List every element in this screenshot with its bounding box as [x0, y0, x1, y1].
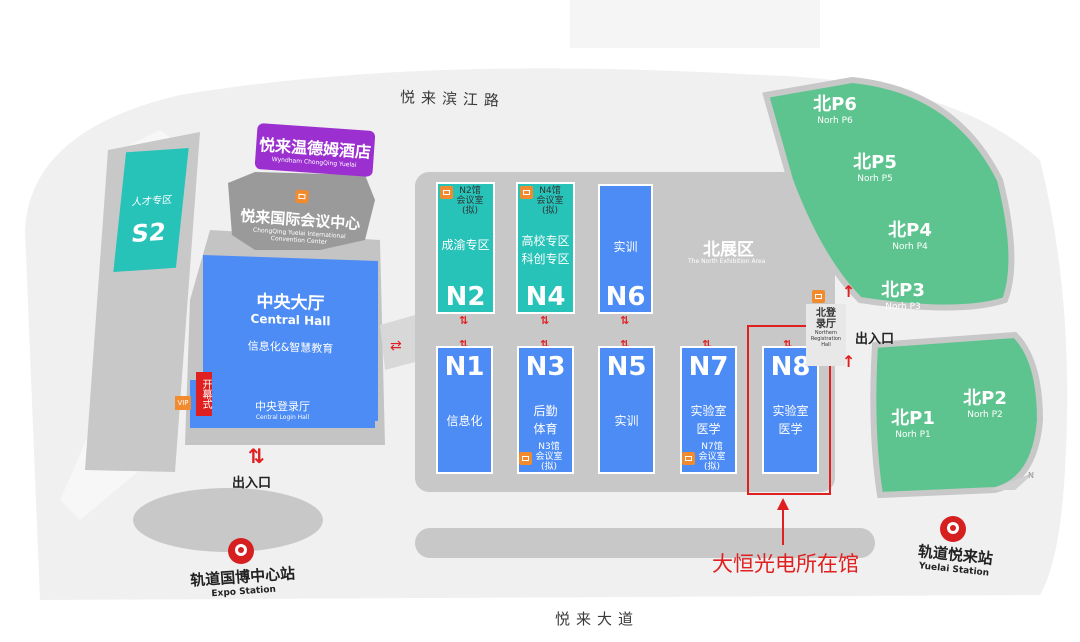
hall-n1[interactable]: N1 信息化 [436, 346, 493, 474]
north-reg-en3: Hall [821, 342, 831, 348]
hall-n2-label: 成渝专区 [441, 238, 490, 252]
opening-ceremony-badge: 开幕式 [196, 372, 212, 416]
hall-n3-conf: N3馆会议室(拟) [519, 442, 564, 472]
arrow-n6: ⇅ [620, 314, 630, 327]
left-exit-arrow: ⇅ [248, 444, 265, 468]
parking-p6[interactable]: 北P6 Norh P6 [813, 94, 857, 126]
hotel-badge[interactable]: 悦来温德姆酒店 Wyndham ChongQing Yuelai [254, 122, 376, 178]
north-reg-cn: 北登录厅 [816, 308, 836, 330]
north-reg-icon [812, 290, 825, 303]
hall-n2-code: N2 [445, 282, 486, 312]
hall-n4-label1: 高校专区 [521, 234, 570, 248]
hall-n6-code: N6 [605, 282, 646, 312]
arrow-n7: ⇅ [702, 338, 712, 351]
left-exit-label: 出入口 [232, 476, 272, 491]
hall-n5-code: N5 [606, 352, 647, 382]
north-reg-en2: Registration [810, 336, 842, 342]
conference-icon [519, 452, 532, 465]
callout-text: 大恒光电所在馆 [712, 552, 859, 576]
hall-n3[interactable]: N3 后勤 体育 [517, 346, 574, 474]
hall-n3-label2: 体育 [533, 422, 558, 436]
convention-label[interactable]: 悦来国际会议中心 ChongQing Yuelai International … [226, 185, 374, 249]
hall-n6[interactable]: 实训 N6 [598, 184, 653, 314]
central-login-hall[interactable]: 中央登录厅 Central Login Hall [190, 380, 375, 428]
north-reg-en1: Northern [814, 330, 838, 336]
hall-n8-code: N8 [770, 352, 811, 382]
parking-p4[interactable]: 北P4 Norh P4 [888, 220, 932, 252]
svg-text:N: N [1028, 471, 1034, 480]
conference-icon [682, 452, 695, 465]
parking-p2[interactable]: 北P2 Norh P2 [963, 388, 1007, 420]
road-north: 悦来滨江路 [399, 88, 506, 110]
hall-n5-label: 实训 [614, 414, 639, 428]
arrow-n4: ⇅ [540, 314, 550, 327]
hall-n5[interactable]: N5 实训 [598, 346, 655, 474]
arrow-n2: ⇅ [459, 314, 469, 327]
metro-icon-yuelai [940, 516, 966, 542]
central-login-cn: 中央登录厅 [255, 400, 310, 413]
north-exit-arrow-up2: ↑ [842, 352, 856, 371]
arrow-n8: ⇅ [783, 338, 793, 351]
hall-n1-code: N1 [444, 352, 485, 382]
hall-n8-label2: 医学 [778, 422, 803, 436]
hall-n7-label2: 医学 [696, 422, 721, 436]
hall-n7-label1: 实验室 [690, 404, 727, 418]
svg-text:⇄: ⇄ [390, 338, 402, 354]
hall-n4-code: N4 [525, 282, 566, 312]
road-south: 悦来大道 [555, 610, 640, 628]
hall-n2-conf: N2馆会议室(拟) [440, 186, 485, 216]
arrow-n3: ⇅ [540, 338, 550, 351]
callout-box [747, 325, 831, 495]
convention-icon [294, 189, 309, 204]
s2-label: 人才专区 [131, 194, 173, 209]
parking-p1[interactable]: 北P1 Norh P1 [891, 408, 935, 440]
parking-p3[interactable]: 北P3 Norh P3 [881, 280, 925, 312]
arrow-n5: ⇅ [620, 338, 630, 351]
north-exit-arrow-up: ↑ [842, 282, 856, 301]
metro-icon-expo [228, 538, 254, 564]
right-exit-label: 出入口 [855, 332, 895, 347]
hall-n1-label: 信息化 [446, 414, 483, 428]
hall-n3-code: N3 [525, 352, 566, 382]
north-area-en: The North Exhibition Area [688, 258, 766, 265]
central-login-en: Central Login Hall [255, 414, 310, 421]
s2-code: S2 [129, 217, 168, 249]
hall-s2[interactable]: 人才专区 S2 [113, 147, 189, 273]
conference-icon [440, 186, 453, 199]
vip-badge: VIP [175, 396, 191, 410]
central-hall-sub: 信息化&智慧教育 [247, 339, 334, 356]
hall-n8[interactable]: N8 实验室 医学 [762, 346, 819, 474]
hall-n7-conf: N7馆会议室(拟) [682, 442, 727, 472]
hall-n3-label1: 后勤 [533, 404, 558, 418]
hall-n2[interactable]: 成渝专区 N2 [436, 182, 495, 314]
parking-p5[interactable]: 北P5 Norh P5 [853, 152, 897, 184]
north-registration-hall[interactable]: 北登录厅 Northern Registration Hall [806, 304, 846, 366]
hall-n8-label1: 实验室 [772, 404, 809, 418]
north-area-title: 北展区 [703, 240, 754, 260]
hall-n7-code: N7 [688, 352, 729, 382]
arrow-n1: ⇅ [459, 338, 469, 351]
hall-n4-label2: 科创专区 [521, 252, 570, 266]
hall-n7[interactable]: N7 实验室 医学 [680, 346, 737, 474]
hall-n6-label: 实训 [613, 240, 638, 254]
hall-n4[interactable]: 高校专区 科创专区 N4 [516, 182, 575, 314]
conference-icon [520, 186, 533, 199]
hall-n4-conf: N4馆会议室(拟) [520, 186, 565, 216]
